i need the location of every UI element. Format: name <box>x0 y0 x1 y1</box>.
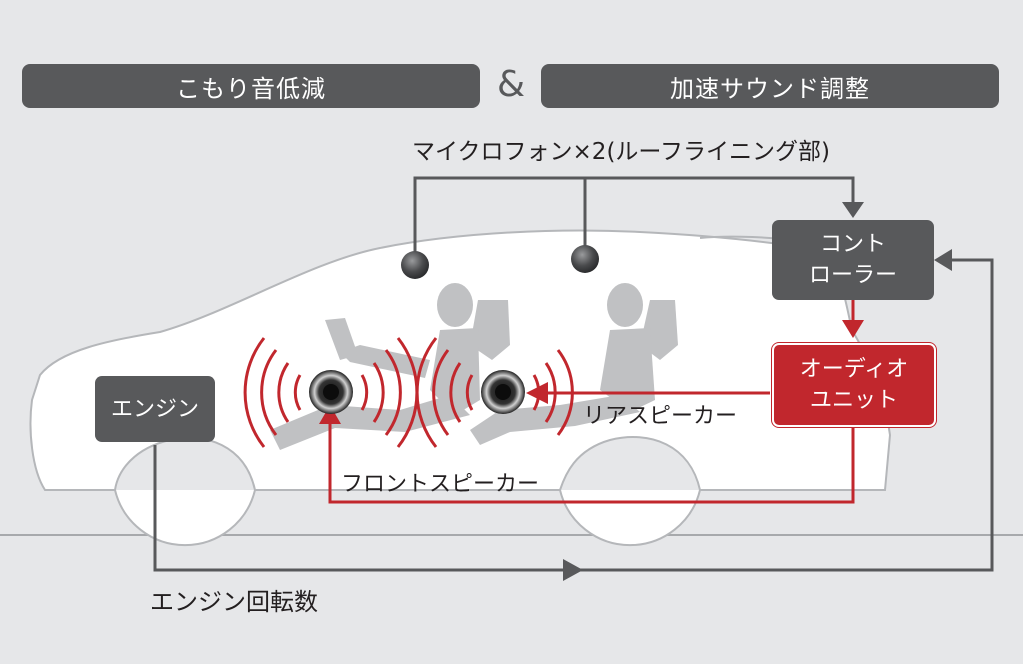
engine-rpm-line <box>153 258 994 572</box>
rear-speaker-waves <box>415 337 574 448</box>
engine-rpm-controller-arrowhead <box>934 249 952 271</box>
header-right-pill: 加速サウンド調整 <box>541 64 999 108</box>
controller-label-line2: ローラー <box>808 263 897 288</box>
rear-speaker-label: リアスピーカー <box>583 404 738 429</box>
microphone-1-icon <box>401 251 429 279</box>
audio-to-rear-speaker-arrowhead <box>526 382 548 404</box>
engine-label: エンジン <box>110 396 199 422</box>
rear-passenger-silhouette <box>470 283 678 445</box>
rear-wheel <box>559 489 701 547</box>
audio-unit-label-line1: オーディオ <box>799 357 909 382</box>
header-left-label: こもり音低減 <box>176 74 326 103</box>
mic-wiring <box>413 176 855 258</box>
controller-label-line1: コント <box>819 232 886 257</box>
audio-to-front-speaker-arrowhead <box>319 405 341 424</box>
ampersand: & <box>496 64 526 105</box>
mic-to-controller-arrowhead <box>842 202 864 218</box>
audio-unit-box: オーディオ ユニット <box>772 343 936 427</box>
microphone-label: マイクロフォン×2(ルーフライニング部) <box>412 139 831 165</box>
front-speaker-label: フロントスピーカー <box>341 472 540 497</box>
front-wheel <box>114 489 256 547</box>
engine-rpm-mid-arrowhead <box>563 559 583 581</box>
header-left-pill: こもり音低減 <box>22 64 480 108</box>
engine-rpm-label: エンジン回転数 <box>150 588 318 616</box>
engine-box: エンジン <box>95 376 215 442</box>
audio-unit-label-line2: ユニット <box>809 388 898 413</box>
controller-to-audio-arrowhead <box>842 320 864 338</box>
audio-to-front-speaker-line <box>328 420 855 504</box>
rear-speaker-icon <box>481 370 525 414</box>
front-speaker-icon <box>309 370 353 414</box>
controller-box: コント ローラー <box>772 220 934 300</box>
microphone-2-icon <box>571 245 599 273</box>
header-right-label: 加速サウンド調整 <box>670 74 870 103</box>
